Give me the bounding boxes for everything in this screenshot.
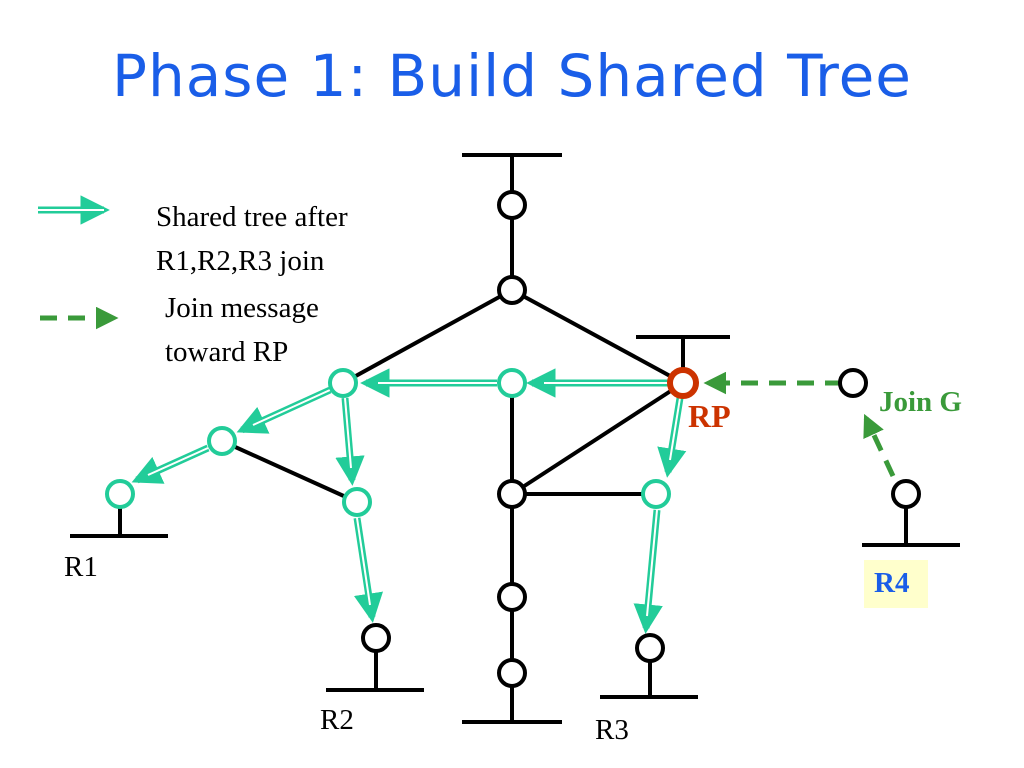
tree-router-node xyxy=(497,368,527,398)
tree-router-node xyxy=(328,368,358,398)
network-links xyxy=(221,155,685,722)
router-node xyxy=(497,582,527,612)
join-message-arrows xyxy=(703,371,896,478)
r3-label: R3 xyxy=(595,714,629,746)
tree-router-node xyxy=(207,426,237,456)
tree-router-node xyxy=(105,479,135,509)
slide-title: Phase 1: Build Shared Tree xyxy=(112,42,912,110)
lan-segments xyxy=(70,153,960,724)
r1-label: R1 xyxy=(64,551,98,583)
router-node xyxy=(497,190,527,220)
tree-router-node xyxy=(342,487,372,517)
router-node xyxy=(361,623,391,653)
router-node xyxy=(497,275,527,305)
legend-shared-tree-line1: Shared tree after xyxy=(156,201,348,233)
r2-label: R2 xyxy=(320,704,354,736)
join-g-label: Join G xyxy=(879,386,962,418)
legend-shared-tree-line2: R1,R2,R3 join xyxy=(156,245,325,277)
router-node xyxy=(891,479,921,509)
routers-plain xyxy=(361,190,921,688)
legend-join-message-line1: Join message xyxy=(165,292,319,324)
r4-label-background xyxy=(864,560,928,608)
router-node xyxy=(838,368,868,398)
tree-router-node xyxy=(641,479,671,509)
r4-label: R4 xyxy=(874,567,910,599)
shared-tree-arrows xyxy=(131,368,687,634)
routers-on-tree xyxy=(105,368,671,517)
router-node xyxy=(497,658,527,688)
rendezvous-point-node xyxy=(667,367,699,399)
router-node xyxy=(497,479,527,509)
legend-join-message-line2: toward RP xyxy=(165,336,289,368)
rp-label: RP xyxy=(688,398,731,434)
router-node xyxy=(635,633,665,663)
